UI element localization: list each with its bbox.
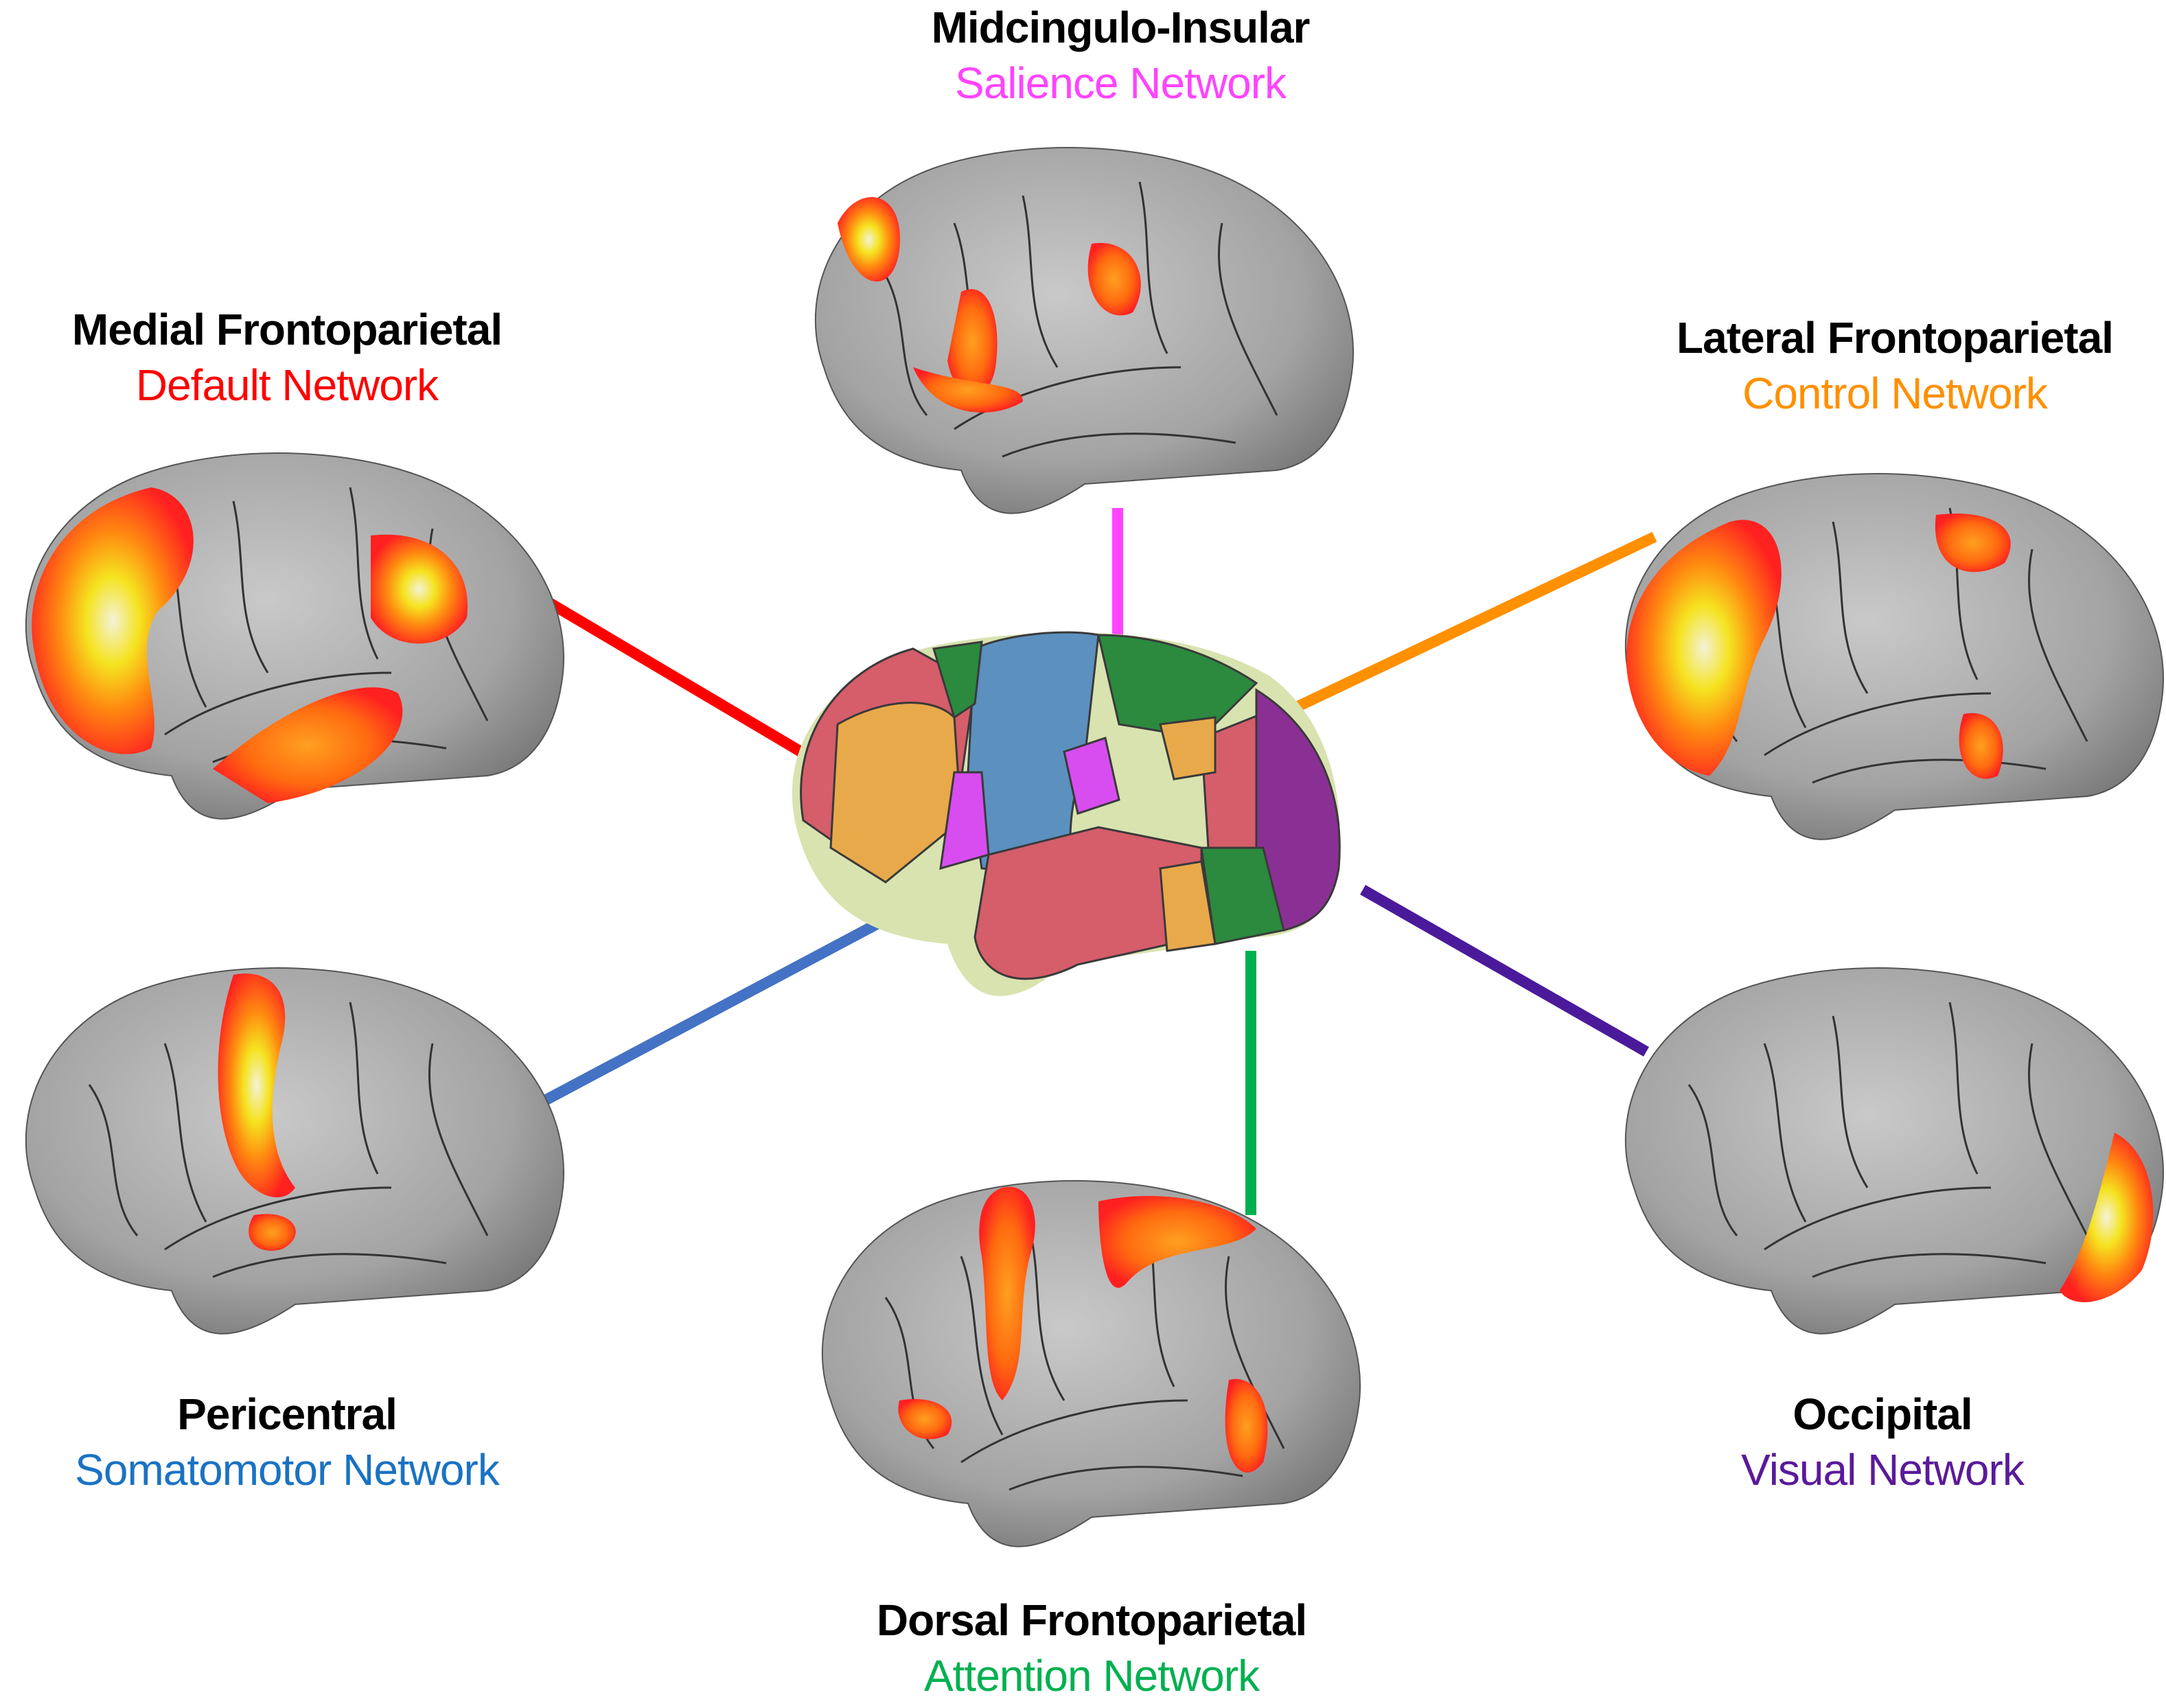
network-title: Lateral Frontoparietal	[1677, 313, 2114, 362]
network-subtitle: Salience Network	[955, 58, 1287, 108]
label-attention: Dorsal Frontoparietal Attention Network	[876, 1593, 1307, 1705]
network-subtitle: Somatomotor Network	[75, 1445, 500, 1494]
brain-attention	[821, 1179, 1361, 1548]
network-title: Medial Frontoparietal	[71, 305, 503, 354]
brain-salience	[814, 146, 1355, 515]
network-title: Dorsal Frontoparietal	[876, 1595, 1307, 1645]
brain-parcellation-center	[792, 631, 1341, 996]
network-subtitle: Control Network	[1742, 369, 2048, 418]
connector-visual	[1360, 885, 1649, 1057]
label-default: Medial Frontoparietal Default Network	[71, 302, 503, 414]
network-subtitle: Visual Network	[1741, 1445, 2025, 1494]
network-subtitle: Default Network	[135, 360, 439, 410]
network-title: Pericentral	[177, 1389, 398, 1439]
label-control: Lateral Frontoparietal Control Network	[1677, 310, 2114, 422]
connector-control	[1259, 531, 1657, 729]
label-visual: Occipital Visual Network	[1741, 1387, 2025, 1499]
network-title: Midcingulo-Insular	[931, 3, 1311, 52]
brain-visual	[1624, 967, 2165, 1335]
brain-control	[1624, 472, 2165, 841]
network-subtitle: Attention Network	[923, 1651, 1260, 1700]
brain-somatomotor	[25, 967, 565, 1335]
brain-default	[25, 452, 565, 820]
label-salience: Midcingulo-Insular Salience Network	[931, 0, 1311, 112]
network-title: Occipital	[1793, 1389, 1972, 1439]
label-somatomotor: Pericentral Somatomotor Network	[75, 1387, 500, 1499]
